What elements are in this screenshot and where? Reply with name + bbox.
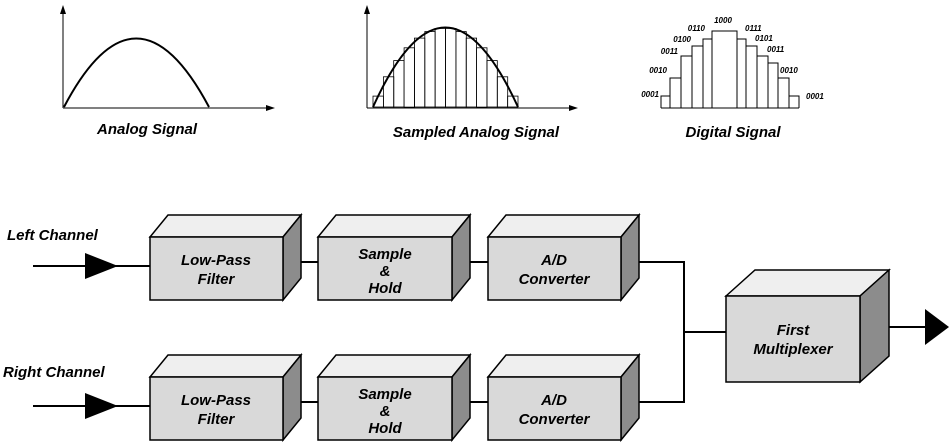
code-left-5: 0110 <box>688 24 706 33</box>
left-input-arrow <box>33 253 150 279</box>
analog-curve <box>63 37 210 108</box>
right-sh-line1: Sample <box>358 386 411 403</box>
left-low-pass-filter-block: Low-Pass Filter <box>148 212 303 303</box>
left-ad-line1: A/D <box>540 252 567 269</box>
right-channel-label: Right Channel <box>3 364 105 381</box>
sampled-caption: Sampled Analog Signal <box>393 124 560 141</box>
sample-bar <box>403 47 415 108</box>
analog-signal-plot: Analog Signal <box>60 5 275 138</box>
sample-bar <box>455 31 467 108</box>
left-sample-hold-block: Sample & Hold <box>316 212 472 303</box>
sampled-curve <box>372 26 519 108</box>
sampled-signal-plot: Sampled Analog Signal <box>364 5 578 141</box>
digital-signal-plot: 0001 0010 0011 0100 0110 1000 0111 0101 … <box>641 16 824 141</box>
sample-bar <box>424 31 436 108</box>
sample-bar <box>393 60 405 108</box>
digital-verticals <box>669 31 790 108</box>
sample-bar <box>445 27 457 108</box>
sample-bar <box>413 37 426 108</box>
code-left-2: 0010 <box>649 66 667 75</box>
code-right-2: 0101 <box>755 34 773 43</box>
digital-caption: Digital Signal <box>685 124 781 141</box>
sample-bar <box>476 47 488 108</box>
sampled-y-arrow <box>364 5 370 14</box>
sample-bar <box>465 37 478 108</box>
right-input-arrow <box>33 393 150 419</box>
code-right-3: 0011 <box>767 45 785 54</box>
analog-y-arrow <box>60 5 66 14</box>
mux-line2: Multiplexer <box>753 341 833 358</box>
left-channel-label: Left Channel <box>7 227 99 244</box>
code-left-4: 0100 <box>673 35 691 44</box>
right-ad-converter-block: A/D Converter <box>486 352 641 443</box>
analog-caption: Analog Signal <box>96 121 198 138</box>
code-top: 1000 <box>714 16 732 25</box>
right-sh-line3: Hold <box>368 420 402 437</box>
right-lpf-line1: Low-Pass <box>181 392 251 409</box>
left-sh-line1: Sample <box>358 246 411 263</box>
right-sh-line2: & <box>380 403 391 420</box>
code-left-3: 0011 <box>661 47 679 56</box>
code-right-1: 0111 <box>745 24 762 33</box>
code-left-1: 0001 <box>641 90 659 99</box>
left-ad-line2: Converter <box>519 271 591 288</box>
sample-bar <box>434 27 446 108</box>
left-ad-converter-block: A/D Converter <box>486 212 641 303</box>
left-lpf-line1: Low-Pass <box>181 252 251 269</box>
left-sh-line3: Hold <box>368 280 402 297</box>
right-low-pass-filter-block: Low-Pass Filter <box>148 352 303 443</box>
code-right-4: 0010 <box>780 66 798 75</box>
mux-line1: First <box>777 322 811 339</box>
right-ad-line1: A/D <box>540 392 567 409</box>
right-sample-hold-block: Sample & Hold <box>316 352 472 443</box>
right-ad-line2: Converter <box>519 411 591 428</box>
right-lpf-line2: Filter <box>198 411 236 428</box>
first-multiplexer-block: First Multiplexer <box>724 268 891 384</box>
analog-x-arrow <box>266 105 275 111</box>
left-lpf-line2: Filter <box>198 271 236 288</box>
left-sh-line2: & <box>380 263 391 280</box>
sampled-x-arrow <box>569 105 578 111</box>
code-right-5: 0001 <box>806 92 824 101</box>
